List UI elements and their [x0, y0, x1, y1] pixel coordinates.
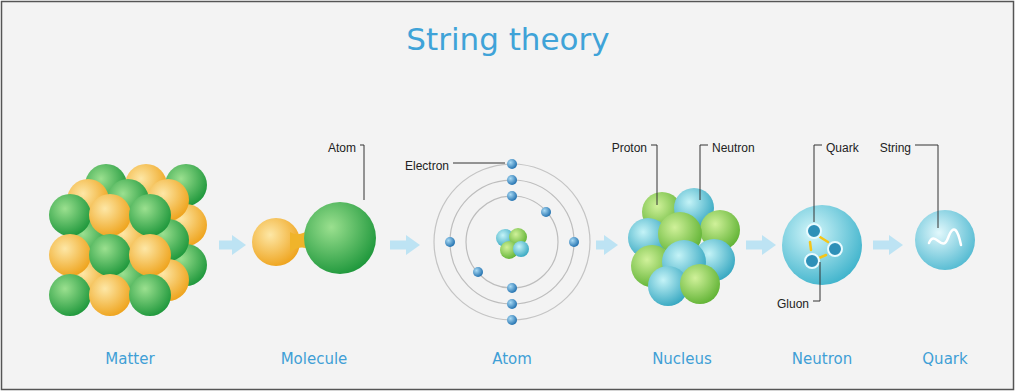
stage-node: Atom — [432, 160, 592, 372]
orbit-ring — [466, 196, 558, 288]
quark-sphere — [915, 210, 975, 270]
nucleus-particle — [680, 264, 720, 304]
nucleus-particle — [513, 241, 529, 257]
electron-dot — [507, 175, 517, 185]
part-label: Gluon — [777, 297, 809, 311]
part-label: Electron — [405, 159, 449, 173]
matter-sphere — [89, 194, 131, 236]
orbit-ring — [434, 164, 590, 320]
orbit-ring — [450, 180, 574, 304]
part-label: String — [880, 141, 911, 155]
stage-caption: Molecule — [281, 350, 348, 372]
leader-line — [453, 163, 505, 164]
stage-node: Nucleus — [622, 160, 742, 372]
leader-line — [814, 145, 822, 222]
electron-dot — [507, 299, 517, 309]
stage-node: Molecule — [250, 160, 378, 372]
leader-line — [651, 145, 657, 205]
flow-arrow — [390, 241, 406, 250]
diagram-title: String theory — [406, 20, 609, 58]
string-loop — [929, 229, 961, 245]
quark-dot — [807, 224, 821, 238]
stage-node: Quark — [912, 160, 978, 372]
quark-dot — [828, 242, 842, 256]
part-label: Atom — [328, 141, 356, 155]
part-label: Neutron — [712, 141, 755, 155]
label-holder: Proton — [612, 138, 647, 156]
electron-dot — [507, 315, 517, 325]
electron-dot — [445, 237, 455, 247]
matter-sphere — [49, 194, 91, 236]
flow-arrow — [219, 241, 232, 250]
leader-line — [360, 145, 364, 200]
gluon-dash — [820, 237, 828, 242]
electron-dot — [507, 159, 517, 169]
neutron-sphere — [782, 205, 862, 285]
electron-dot — [507, 283, 517, 293]
label-holder: Atom — [328, 138, 356, 156]
part-label: Quark — [826, 141, 859, 155]
title-holder: String theory — [0, 20, 1016, 58]
molecule-atom-sphere — [304, 202, 376, 274]
gluon-dash — [819, 255, 826, 258]
stage-node: Matter — [45, 160, 215, 372]
matter-sphere — [129, 274, 171, 316]
stage-caption: Atom — [492, 350, 532, 372]
label-holder: Neutron — [712, 138, 755, 156]
stage-node: Neutron — [780, 160, 864, 372]
matter-sphere — [89, 234, 131, 276]
electron-dot — [507, 191, 517, 201]
label-holder: String — [880, 138, 911, 156]
label-holder: Gluon — [777, 294, 809, 312]
matter-sphere — [129, 194, 171, 236]
matter-sphere — [129, 234, 171, 276]
electron-dot — [473, 267, 483, 277]
stage-caption: Quark — [922, 350, 967, 372]
flow-arrow — [873, 241, 889, 250]
matter-sphere — [49, 234, 91, 276]
label-holder: Electron — [405, 156, 449, 174]
gluon-dash — [810, 242, 811, 250]
electron-dot — [541, 207, 551, 217]
matter-sphere — [89, 274, 131, 316]
electron-dot — [569, 237, 579, 247]
leader-line — [813, 262, 820, 301]
flow-arrow — [596, 241, 604, 250]
flow-arrow — [746, 241, 762, 250]
stage-caption: Matter — [105, 350, 154, 372]
leader-line — [700, 145, 708, 200]
part-label: Proton — [612, 141, 647, 155]
quark-dot — [805, 254, 819, 268]
label-holder: Quark — [826, 138, 859, 156]
stage-caption: Neutron — [792, 350, 852, 372]
leader-line — [915, 145, 938, 228]
matter-sphere — [49, 274, 91, 316]
stage-caption: Nucleus — [652, 350, 712, 372]
